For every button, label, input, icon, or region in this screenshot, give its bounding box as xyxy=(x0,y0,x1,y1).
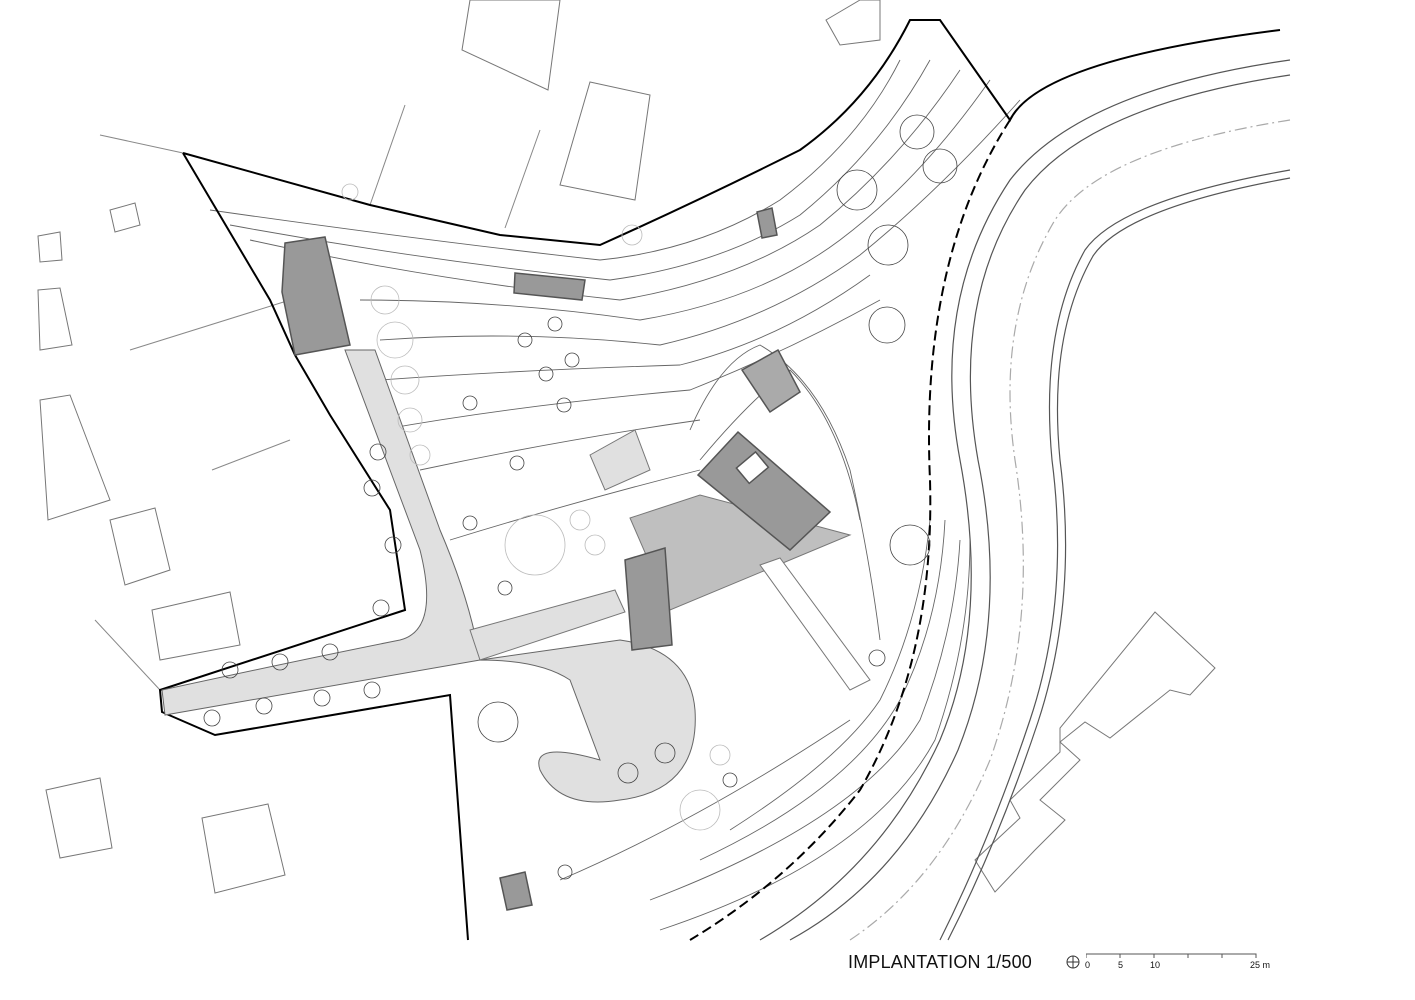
existing-vegetation xyxy=(341,183,731,831)
skylight xyxy=(735,450,770,485)
wing-north xyxy=(740,348,801,414)
neighbour-buildings xyxy=(37,0,1216,894)
parcel-lines xyxy=(94,104,541,691)
scale-label-5: 5 xyxy=(1118,960,1124,970)
scale-bar: 0 5 10 25 m xyxy=(1066,948,1296,978)
north-arrow-icon xyxy=(1066,955,1080,969)
garden-hut xyxy=(499,871,533,911)
driveway xyxy=(161,349,696,803)
scale-label-0: 0 xyxy=(1085,960,1091,970)
terraces xyxy=(469,429,871,691)
shed xyxy=(513,272,586,301)
trees xyxy=(203,114,958,880)
buildings xyxy=(281,207,832,911)
main-house xyxy=(696,430,832,551)
property-boundary xyxy=(158,19,1281,941)
barn xyxy=(281,236,351,356)
contour-lines xyxy=(209,59,1021,931)
pavilion xyxy=(624,547,673,651)
drawing-title: IMPLANTATION 1/500 xyxy=(848,951,1032,972)
small-shed xyxy=(756,207,778,239)
scale-bar-graphic xyxy=(1086,953,1257,958)
scale-label-25: 25 m xyxy=(1250,960,1271,970)
title-block: IMPLANTATION 1/500 xyxy=(848,948,1032,976)
scale-label-10: 10 xyxy=(1150,960,1161,970)
public-road xyxy=(759,59,1291,941)
